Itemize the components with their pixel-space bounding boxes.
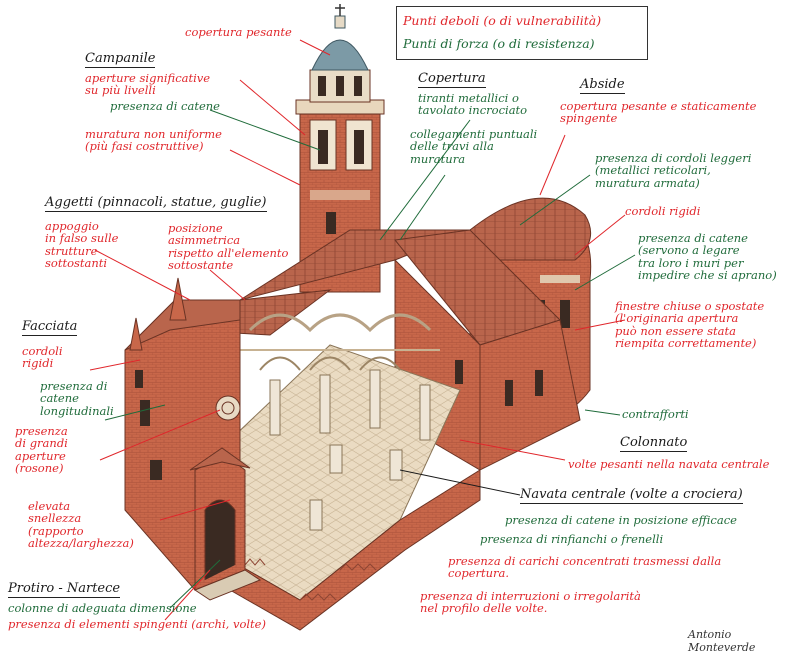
label-cordoli-rigidi-abside: cordoli rigidi <box>625 204 701 218</box>
heading-aggetti: Aggetti (pinnacoli, statue, guglie) <box>45 195 267 213</box>
label-catene-campanile: presenza di catene <box>110 99 220 113</box>
heading-facciata: Facciata <box>22 319 78 337</box>
label-rinfianchi: presenza di rinfianchi o frenelli <box>480 532 664 546</box>
heading-campanile: Campanile <box>85 51 156 69</box>
nave-interior <box>229 313 461 601</box>
label-muratura-non-uniforme: muratura non uniforme (più fasi costrutt… <box>85 127 222 154</box>
label-posizione: posizione asimmetrica rispetto all'eleme… <box>168 221 289 273</box>
legend-weak: Punti deboli (o di vulnerabilità) <box>403 13 602 28</box>
label-finestre: finestre chiuse o spostate (l'originaria… <box>615 299 765 351</box>
legend-box: Punti deboli (o di vulnerabilità) Punti … <box>396 6 648 60</box>
label-grandi-aperture: presenza di grandi aperture (rosone) <box>15 424 68 476</box>
label-cordoli-leggeri: presenza di cordoli leggeri (metallici r… <box>595 151 752 190</box>
label-catene-longitudinali: presenza di catene longitudinali <box>40 379 114 418</box>
heading-abside: Abside <box>580 77 625 95</box>
label-collegamenti: collegamenti puntuali delle travi alla m… <box>410 127 538 166</box>
label-tiranti: tiranti metallici o tavolato incrociato <box>418 91 528 118</box>
label-colonne-adeguate: colonne di adeguata dimensione <box>8 601 197 615</box>
label-contrafforti: contrafforti <box>622 407 689 421</box>
leader-lines <box>89 39 636 621</box>
heading-navata: Navata centrale (volte a crociera) <box>520 487 743 505</box>
artist-signature: Antonio Monteverde <box>688 628 756 654</box>
label-catene-efficace: presenza di catene in posizione efficace <box>505 513 737 527</box>
heading-colonnato: Colonnato <box>620 435 688 453</box>
label-snellezza: elevata snellezza (rapporto altezza/larg… <box>28 499 134 551</box>
label-carichi: presenza di carichi concentrati trasmess… <box>448 554 722 581</box>
label-copertura-abside: copertura pesante e staticamente spingen… <box>560 99 757 126</box>
label-cordoli-facciata: cordoli rigidi <box>22 344 63 371</box>
heading-copertura: Copertura <box>418 71 486 89</box>
legend-strong: Punti di forza (o di resistenza) <box>403 36 595 51</box>
label-catene-abside: presenza di catene (servono a legare tra… <box>638 231 777 283</box>
label-elementi-spingenti: presenza di elementi spingenti (archi, v… <box>8 617 266 631</box>
label-appoggio: appoggio in falso sulle strutture sottos… <box>45 219 119 271</box>
heading-protiro: Protiro - Nartece <box>8 581 121 599</box>
label-volte-pesanti: volte pesanti nella navata centrale <box>568 457 770 471</box>
protiro <box>189 447 262 601</box>
label-interruzioni: presenza di interruzioni o irregolarità … <box>420 589 641 616</box>
cut-wall <box>229 469 481 631</box>
label-aperture-campanile: aperture significative su più livelli <box>85 71 211 98</box>
bell-tower <box>295 4 385 293</box>
label-copertura-pesante: copertura pesante <box>185 25 292 39</box>
